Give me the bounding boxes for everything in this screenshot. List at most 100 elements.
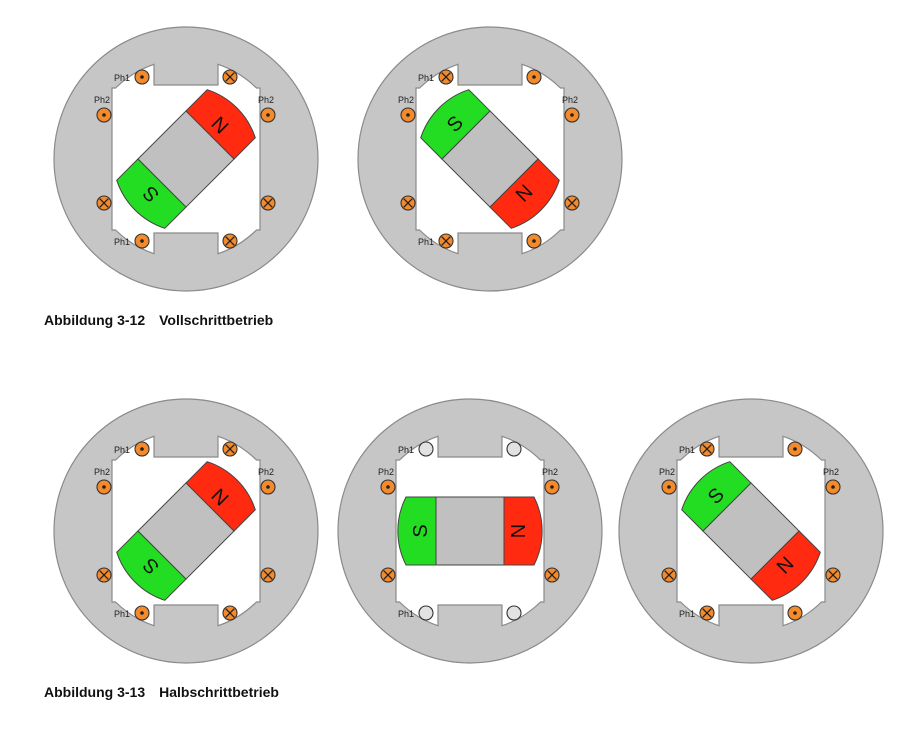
rotor: SN — [116, 89, 256, 229]
south-pole — [420, 89, 491, 160]
ph2-coil-right-top — [564, 107, 580, 123]
ph1-label-bottom: Ph1 — [114, 237, 130, 247]
ph2-label-right: Ph2 — [258, 95, 274, 105]
current-out-dot — [570, 113, 574, 117]
current-in-cross — [567, 198, 577, 208]
ph1-coil-bottom-left — [418, 605, 434, 621]
ph2-coil-left-top — [661, 479, 677, 495]
ph1-label-bottom: Ph1 — [114, 609, 130, 619]
current-out-dot — [102, 113, 106, 117]
ph2-coil-right-bottom — [564, 195, 580, 211]
current-out-dot — [532, 75, 536, 79]
ph2-label-right: Ph2 — [823, 467, 839, 477]
current-in-cross — [383, 570, 393, 580]
ph1-coil-bottom-left — [438, 233, 454, 249]
south-pole — [116, 530, 187, 601]
current-out-dot — [266, 113, 270, 117]
ph2-label-left: Ph2 — [94, 95, 110, 105]
current-in-cross — [441, 236, 451, 246]
ph2-coil-right-top — [544, 479, 560, 495]
current-out-dot — [793, 611, 797, 615]
current-out-dot — [532, 239, 536, 243]
current-out-dot — [667, 485, 671, 489]
ph1-coil-bottom-left — [134, 233, 150, 249]
ph2-coil-right-top — [825, 479, 841, 495]
ph1-label-bottom: Ph1 — [418, 237, 434, 247]
current-in-cross — [702, 444, 712, 454]
stator — [357, 26, 623, 292]
south-pole — [681, 461, 752, 532]
stator — [618, 398, 884, 664]
current-in-cross — [99, 570, 109, 580]
ph2-label-right: Ph2 — [258, 467, 274, 477]
current-out-dot — [831, 485, 835, 489]
coil-body — [418, 605, 434, 621]
rotor: SN — [420, 89, 560, 229]
ph2-label-right: Ph2 — [562, 95, 578, 105]
ph1-label-top: Ph1 — [398, 445, 414, 455]
current-in-cross — [828, 570, 838, 580]
ph1-coil-top-left — [134, 69, 150, 85]
current-out-dot — [102, 485, 106, 489]
ph2-coil-left-top — [96, 107, 112, 123]
current-out-dot — [550, 485, 554, 489]
caption-title: Halbschrittbetrieb — [159, 684, 279, 700]
ph1-coil-top-left — [418, 441, 434, 457]
ph2-coil-right-bottom — [260, 567, 276, 583]
ph2-coil-left-bottom — [380, 567, 396, 583]
north-pole — [185, 89, 256, 160]
ph1-label-top: Ph1 — [418, 73, 434, 83]
ph2-coil-left-bottom — [661, 567, 677, 583]
ph1-coil-top-right — [222, 69, 238, 85]
ph2-label-right: Ph2 — [542, 467, 558, 477]
ph1-coil-top-right — [506, 441, 522, 457]
south-pole — [397, 496, 437, 566]
ph1-label-bottom: Ph1 — [398, 609, 414, 619]
ph2-label-left: Ph2 — [378, 467, 394, 477]
ph1-coil-top-right — [526, 69, 542, 85]
ph2-coil-right-bottom — [544, 567, 560, 583]
ph1-coil-top-right — [222, 441, 238, 457]
current-in-cross — [263, 198, 273, 208]
ph2-label-left: Ph2 — [659, 467, 675, 477]
current-out-dot — [140, 611, 144, 615]
current-in-cross — [225, 608, 235, 618]
current-out-dot — [140, 447, 144, 451]
north-pole — [185, 461, 256, 532]
ph1-coil-top-left — [699, 441, 715, 457]
current-in-cross — [225, 236, 235, 246]
north-pole — [489, 158, 560, 229]
ph2-coil-right-bottom — [260, 195, 276, 211]
current-in-cross — [225, 444, 235, 454]
ph2-coil-left-top — [400, 107, 416, 123]
ph1-label-top: Ph1 — [114, 73, 130, 83]
current-out-dot — [406, 113, 410, 117]
current-in-cross — [263, 570, 273, 580]
ph1-coil-bottom-right — [787, 605, 803, 621]
ph1-coil-bottom-right — [526, 233, 542, 249]
current-out-dot — [140, 239, 144, 243]
ph1-coil-bottom-right — [222, 233, 238, 249]
ph2-coil-left-top — [380, 479, 396, 495]
south-pole — [116, 158, 187, 229]
ph1-label-bottom: Ph1 — [679, 609, 695, 619]
ph2-coil-left-top — [96, 479, 112, 495]
south-pole-label: S — [410, 524, 432, 537]
current-out-dot — [266, 485, 270, 489]
ph2-coil-right-top — [260, 107, 276, 123]
ph1-coil-top-left — [134, 441, 150, 457]
ph1-coil-bottom-right — [506, 605, 522, 621]
rotor: SN — [681, 461, 821, 601]
ph2-coil-left-bottom — [96, 195, 112, 211]
ph2-coil-left-bottom — [400, 195, 416, 211]
current-in-cross — [225, 72, 235, 82]
caption-number: Abbildung 3-12 — [44, 312, 146, 328]
ph1-label-top: Ph1 — [679, 445, 695, 455]
current-in-cross — [99, 198, 109, 208]
